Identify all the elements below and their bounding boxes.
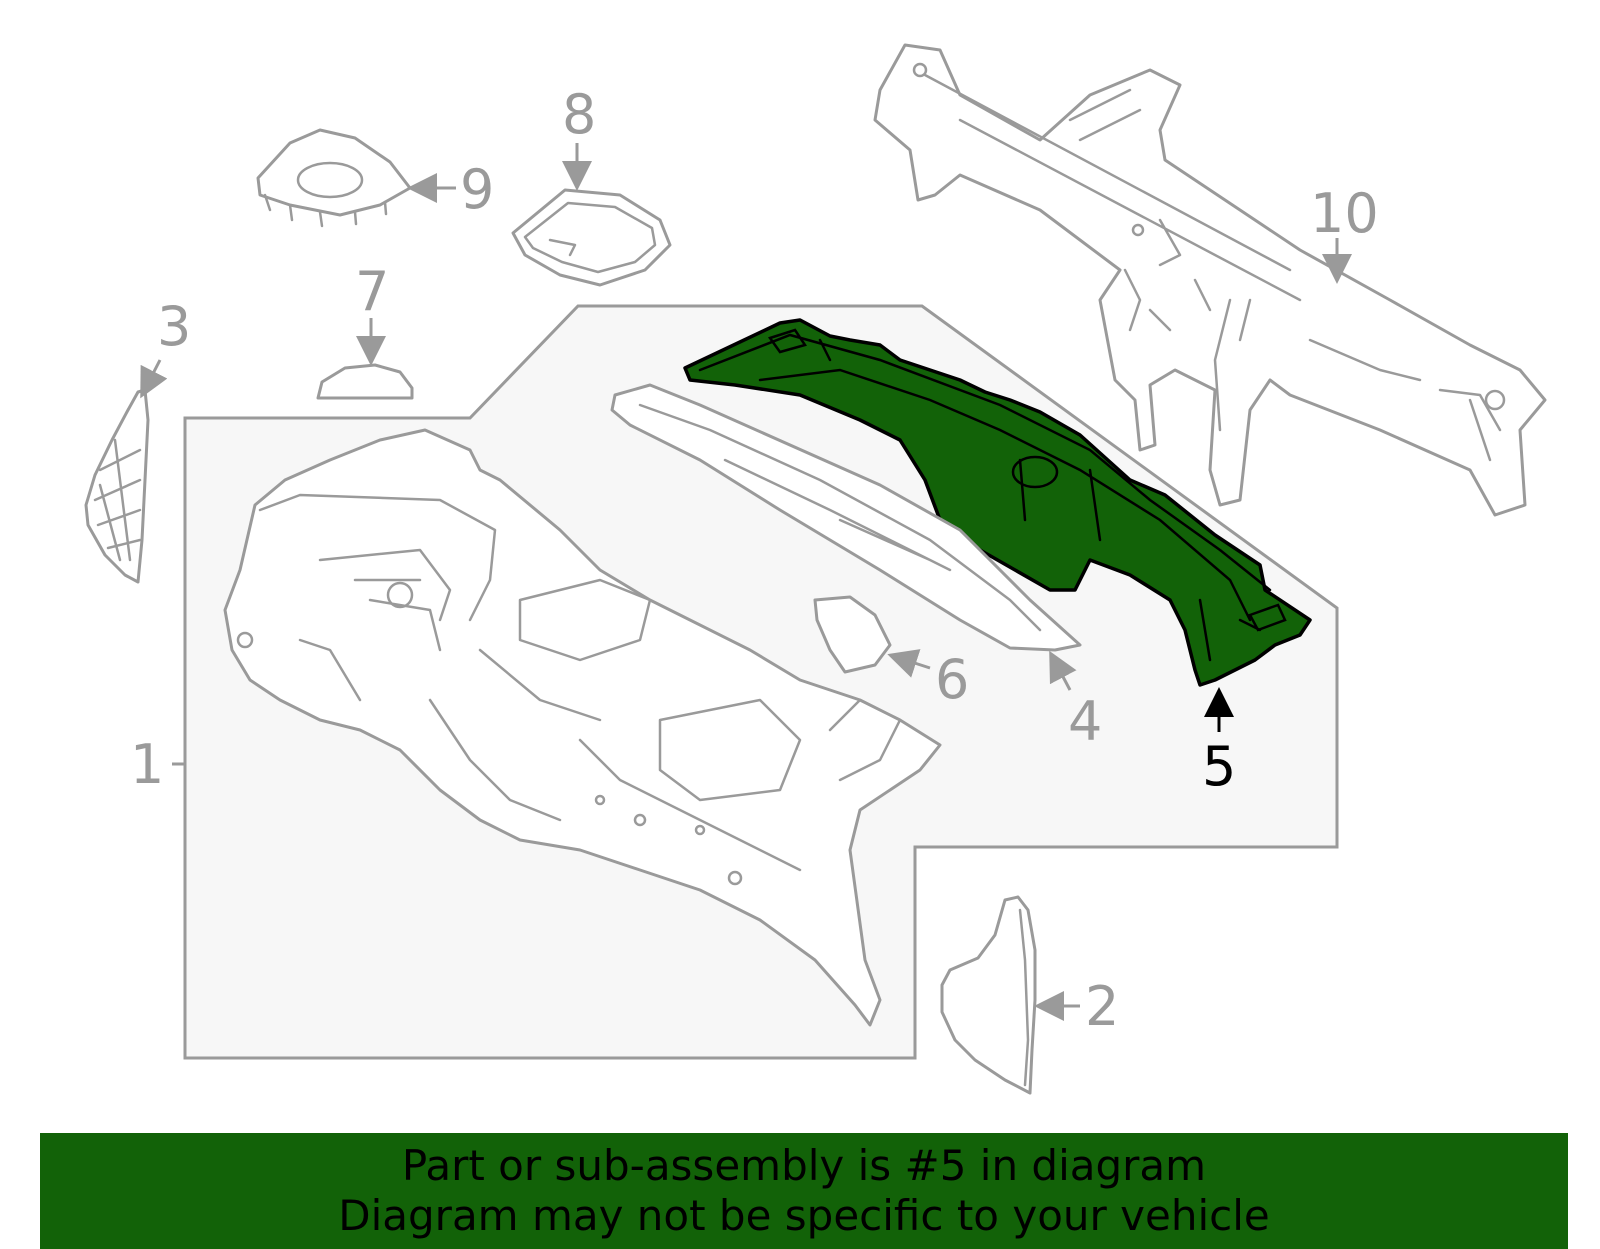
banner-line-2: Diagram may not be specific to your vehi… xyxy=(338,1191,1270,1240)
banner-line-1: Part or sub-assembly is #5 in diagram xyxy=(401,1141,1207,1190)
callout-1: 1 xyxy=(130,733,164,796)
part-1-instrument-panel[interactable] xyxy=(223,428,942,1027)
callout-2: 2 xyxy=(1085,975,1119,1038)
callout-10: 10 xyxy=(1310,182,1379,245)
part-5-panel-highlighted[interactable] xyxy=(683,318,1312,687)
callout-4: 4 xyxy=(1068,690,1102,753)
callout-5: 5 xyxy=(1202,735,1236,798)
part-3-side-trim[interactable] xyxy=(84,388,150,584)
leader-3 xyxy=(140,359,168,399)
leader-6 xyxy=(887,649,931,678)
callout-8: 8 xyxy=(562,83,596,146)
parts-diagram: 1 2 3 4 5 6 7 8 9 10 xyxy=(84,43,1547,1095)
part-4-grille-strip[interactable] xyxy=(610,383,1082,652)
callout-3: 3 xyxy=(157,295,191,358)
part-10-crossbeam[interactable] xyxy=(873,43,1547,517)
part-6-trim[interactable] xyxy=(813,595,892,674)
callout-6: 6 xyxy=(935,648,969,711)
part-9-speaker-cover[interactable] xyxy=(256,128,412,228)
callout-9: 9 xyxy=(460,158,494,221)
part-7-cap[interactable] xyxy=(316,363,414,400)
info-banner: Part or sub-assembly is #5 in diagram Di… xyxy=(40,1133,1568,1249)
leader-4 xyxy=(1049,650,1077,691)
part-2-side-cover[interactable] xyxy=(940,895,1037,1095)
part-8-tray[interactable] xyxy=(511,188,672,287)
callout-7: 7 xyxy=(355,260,389,323)
